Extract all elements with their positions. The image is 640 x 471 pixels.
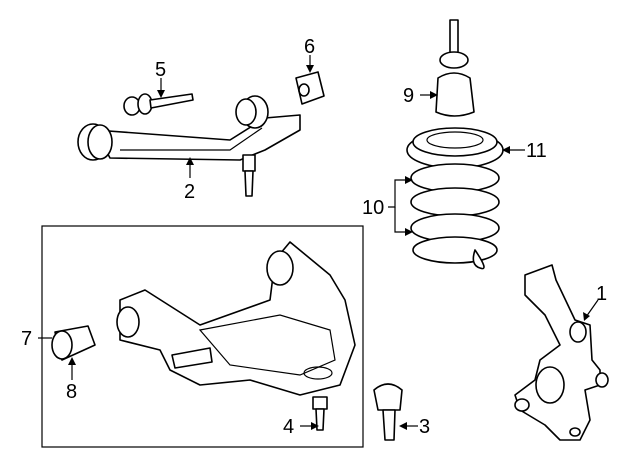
spring-insulator[interactable] (406, 127, 504, 169)
callout-6: 6 (304, 36, 315, 58)
cam-bolt[interactable] (123, 93, 194, 116)
callout-3: 3 (419, 416, 430, 438)
leader-lines (38, 55, 599, 430)
ball-joint[interactable] (373, 383, 403, 441)
lower-ball-joint[interactable] (312, 396, 328, 431)
callout-1: 1 (596, 283, 607, 305)
callout-8: 8 (66, 381, 77, 403)
lower-control-arm[interactable] (116, 241, 356, 396)
callout-4: 4 (283, 416, 294, 438)
lower-arm-group-box (41, 225, 364, 448)
callout-11: 11 (526, 140, 547, 162)
upper-control-arm[interactable] (77, 95, 301, 197)
callout-2: 2 (184, 181, 195, 203)
callout-7: 7 (21, 328, 32, 350)
callout-9: 9 (403, 85, 414, 107)
shock-absorber[interactable] (435, 19, 475, 117)
bushing[interactable] (295, 71, 325, 105)
lower-arm-bushing[interactable] (51, 325, 96, 361)
callout-10: 10 (362, 197, 384, 219)
callout-5: 5 (155, 59, 166, 81)
steering-knuckle[interactable] (514, 264, 609, 441)
coil-spring[interactable] (410, 163, 500, 270)
